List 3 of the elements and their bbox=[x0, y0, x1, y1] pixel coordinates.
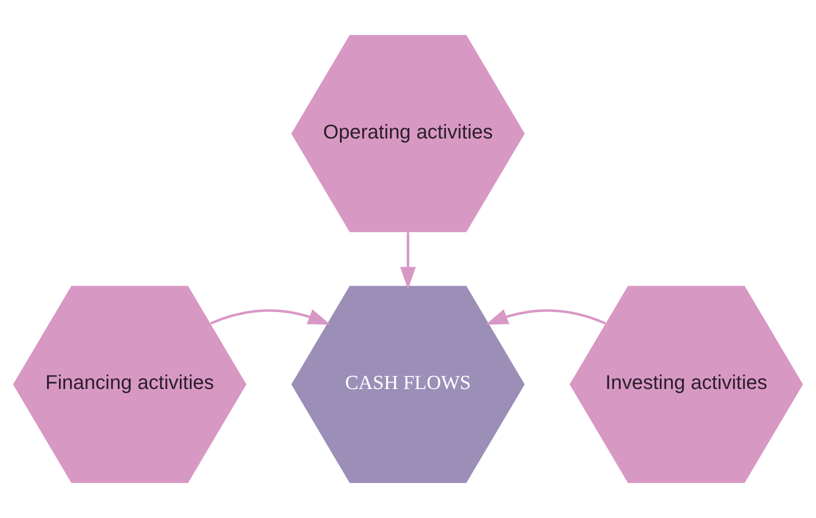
arrow bbox=[485, 309, 606, 325]
arrow bbox=[210, 309, 331, 325]
arrow bbox=[400, 232, 416, 290]
